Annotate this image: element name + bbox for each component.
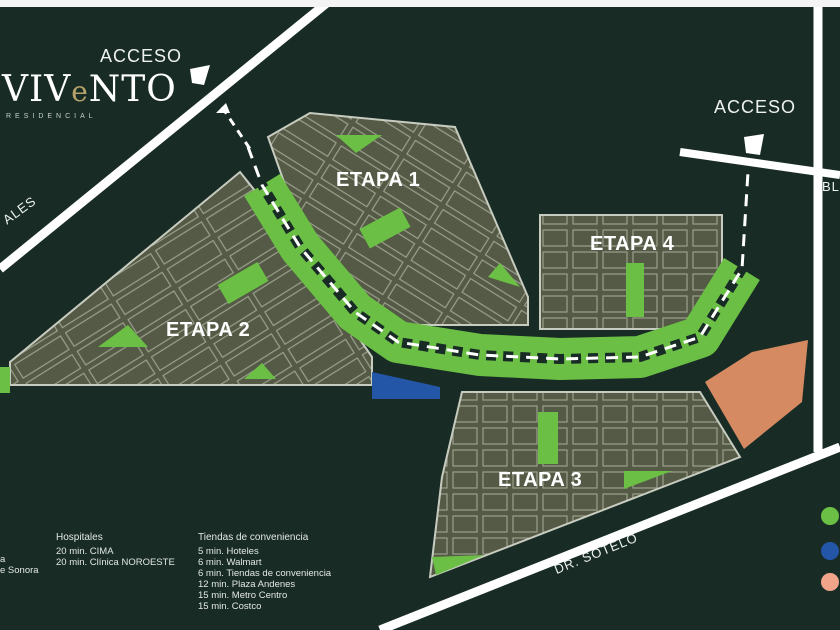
legend-left-partial: a e Sonora — [0, 554, 39, 576]
park — [359, 207, 411, 249]
access-marker-icon — [744, 134, 764, 155]
site-map: VIVeNTO RESIDENCIAL ACCESO ACCESO ETAPA … — [0, 7, 840, 630]
etapa-4-label: ETAPA 4 — [590, 233, 675, 255]
brand-logo: VIVeNTO — [2, 69, 177, 110]
park — [336, 135, 382, 153]
legend-item: 15 min. Costco — [198, 601, 262, 612]
park — [538, 412, 558, 464]
legend-dot-salmon — [821, 573, 839, 591]
highway-left — [0, 7, 329, 273]
park — [488, 263, 520, 287]
park — [217, 261, 269, 305]
brand-name-accent: e — [71, 75, 89, 108]
park — [98, 325, 148, 347]
legend-line: e Sonora — [0, 565, 39, 576]
legend-dot-blue — [821, 542, 839, 560]
legend-item: 6 min. Walmart — [198, 557, 262, 568]
access-label: ACCESO — [100, 46, 183, 66]
legend-item: 20 min. CIMA — [56, 546, 114, 557]
park — [244, 363, 276, 379]
legend-hospitales-title: Hospitales — [56, 532, 103, 543]
access-label: ACCESO — [714, 97, 797, 117]
etapa-2-label: ETAPA 2 — [166, 319, 251, 341]
park — [624, 471, 672, 489]
access-road-left — [220, 106, 254, 153]
legend-dot-green — [821, 507, 839, 525]
etapa-1-label: ETAPA 1 — [336, 169, 421, 191]
road-bottom — [378, 442, 840, 630]
brand-name-suffix: NTO — [88, 69, 177, 110]
boulevard-road-lines — [246, 146, 750, 361]
street-label-right: BL — [822, 179, 840, 194]
water-area — [372, 372, 440, 399]
brand-subtitle: RESIDENCIAL — [6, 113, 97, 120]
park — [0, 367, 10, 393]
commercial-area — [705, 340, 808, 449]
legend-item: 20 min. Clínica NOROESTE — [56, 557, 175, 568]
legend-line: a — [0, 554, 6, 565]
etapa-3-block — [428, 391, 742, 579]
gate-icon — [216, 103, 230, 113]
access-marker-icon — [190, 65, 210, 85]
park — [626, 263, 644, 317]
legend-hospitales: Hospitales 20 min. CIMA 20 min. Clínica … — [56, 532, 175, 568]
legend-item: 12 min. Plaza Andenes — [198, 579, 296, 590]
legend-item: 15 min. Metro Centro — [198, 590, 288, 601]
road-right-access — [679, 148, 840, 179]
legend-item: 5 min. Hoteles — [198, 546, 259, 557]
map-drawing — [0, 7, 840, 630]
etapa-3-label: ETAPA 3 — [498, 469, 583, 491]
legend-item: 6 min. Tiendas de conveniencia — [198, 568, 332, 579]
legend-tiendas: Tiendas de conveniencia 5 min. Hoteles 6… — [198, 532, 331, 612]
legend-tiendas-title: Tiendas de conveniencia — [198, 532, 309, 543]
park — [432, 555, 484, 575]
brand-name-prefix: VIV — [2, 69, 72, 110]
